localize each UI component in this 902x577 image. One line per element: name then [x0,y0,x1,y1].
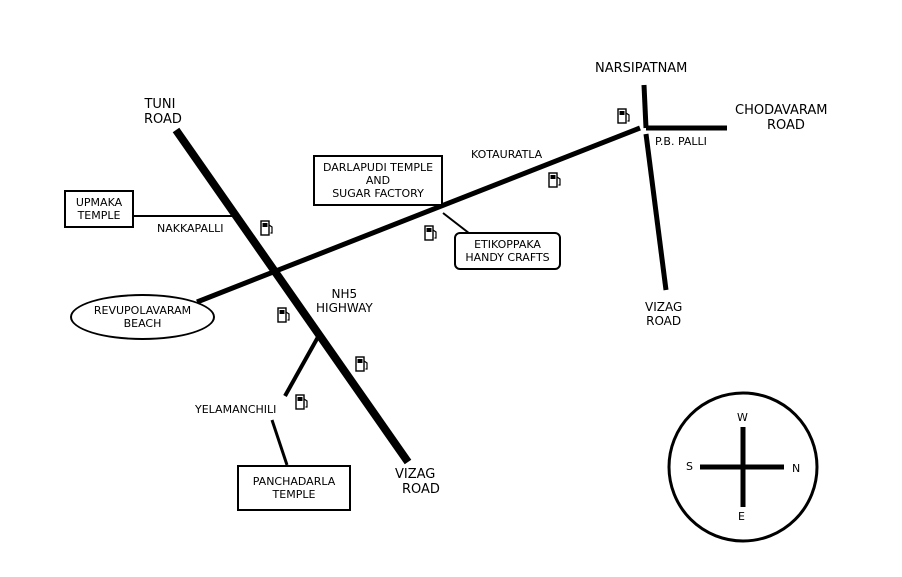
fuel-station-icon [548,172,561,188]
label-chodavaram-road: CHODAVARAM ROAD [735,103,828,133]
upmaka-temple-box: UPMAKA TEMPLE [64,190,134,228]
nh5-highway-road [172,127,412,465]
panchadarla-connector [270,419,289,466]
fuel-station-icon [617,108,630,124]
label-vizag-road-south: VIZAG ROAD [395,467,440,497]
fuel-station-icon [295,394,308,410]
pbpalli-vizag-road [643,133,669,291]
beach-to-pbpalli-road [196,125,641,305]
label-yelamanchili: YELAMANCHILI [195,403,277,416]
label-narsipatnam: NARSIPATNAM [595,61,688,76]
panchadarla-temple-box: PANCHADARLA TEMPLE [237,465,351,511]
revupolavaram-beach-box: REVUPOLAVARAM BEACH [70,294,215,340]
compass-bottom-letter: E [738,510,745,523]
compass-left-letter: S [686,460,693,473]
label-nakkapalli: NAKKAPALLI [157,222,224,235]
label-kotauratla: KOTAURATLA [471,148,543,161]
fuel-station-icon [260,220,273,236]
compass-top-letter: W [737,411,748,424]
fuel-station-icon [355,356,368,372]
darlapudi-temple-box: DARLAPUDI TEMPLE AND SUGAR FACTORY [313,155,443,206]
label-tuni-road: TUNI ROAD [144,97,182,127]
fuel-station-icon [424,225,437,241]
label-pb-palli: P.B. PALLI [655,135,707,148]
compass-rose [667,391,819,543]
label-nh5-highway: NH5 HIGHWAY [316,287,373,315]
compass-right-letter: N [792,462,801,475]
yelamanchili-branch [283,336,320,397]
etikoppaka-box: ETIKOPPAKA HANDY CRAFTS [454,232,561,270]
narsipatnam-road [641,84,649,129]
label-vizag-road-pbpalli: VIZAG ROAD [645,300,683,328]
fuel-station-icon [277,307,290,323]
